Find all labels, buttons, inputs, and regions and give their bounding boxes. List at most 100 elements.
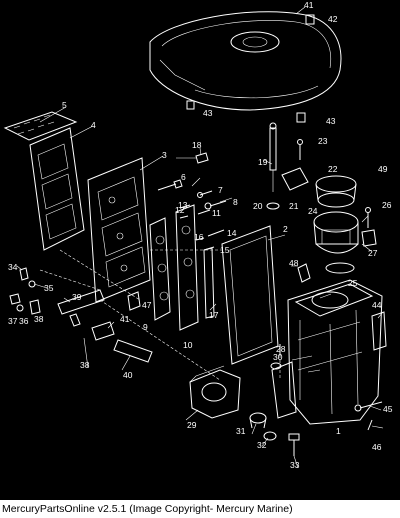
- callout-2: 2: [283, 224, 288, 234]
- callout-11: 11: [212, 208, 221, 218]
- bolt-33[interactable]: [288, 433, 300, 456]
- clip-49[interactable]: [297, 263, 311, 283]
- bolt-46[interactable]: [354, 401, 383, 412]
- bolt-7[interactable]: [197, 190, 213, 198]
- callout-21: 21: [289, 201, 299, 211]
- callout-28: 28: [276, 344, 286, 354]
- callout-9: 9: [143, 322, 148, 332]
- o-ring-25[interactable]: [325, 262, 355, 274]
- callout-18: 18: [192, 140, 202, 150]
- grommet-43-top[interactable]: [305, 14, 315, 25]
- callout-22: 22: [328, 164, 338, 174]
- reed-plate[interactable]: [29, 127, 85, 251]
- crankcase-1[interactable]: [271, 279, 383, 425]
- sensor-19[interactable]: [269, 122, 277, 192]
- hose-41[interactable]: [91, 321, 115, 341]
- clip-18[interactable]: [195, 152, 209, 164]
- callout-3: 3: [162, 150, 167, 160]
- callout-17: 17: [209, 310, 219, 320]
- callout-37: 37: [8, 316, 18, 326]
- callout-13: 13: [178, 200, 188, 210]
- fitting-38-mid[interactable]: [69, 313, 81, 327]
- sensor-27[interactable]: [361, 229, 377, 247]
- bolt-8[interactable]: [204, 200, 227, 210]
- callout-35: 35: [44, 283, 54, 293]
- callout-20: 20: [253, 201, 263, 211]
- callout-25: 25: [348, 278, 358, 288]
- screw-11[interactable]: [197, 209, 211, 215]
- o-ring-20[interactable]: [266, 202, 280, 210]
- clip-16[interactable]: [195, 237, 205, 241]
- grommet-31[interactable]: [249, 412, 267, 429]
- bolt-6[interactable]: [157, 179, 183, 191]
- fuel-rail-9[interactable]: [149, 217, 171, 321]
- callout-30: 30: [273, 352, 283, 362]
- hose-fitting-34[interactable]: [19, 267, 29, 281]
- bolt-47[interactable]: [367, 419, 373, 431]
- fitting-38-left[interactable]: [29, 299, 41, 315]
- callout-43-top: 42: [328, 14, 338, 24]
- reed-block[interactable]: [3, 111, 78, 141]
- callout-34: 34: [8, 262, 18, 272]
- exploded-parts-diagram: 41 42 43 43 5 4 3 18 19 23 22 49 6 7 8 1…: [3, 0, 393, 470]
- screw-13[interactable]: [179, 204, 191, 209]
- callout-24: 24: [308, 206, 318, 216]
- callout-10: 10: [183, 340, 193, 350]
- screw-14[interactable]: [207, 229, 225, 237]
- part-48[interactable]: [127, 291, 141, 311]
- callout-19: 19: [258, 157, 268, 167]
- callout-29: 29: [187, 420, 197, 430]
- callout-23: 23: [318, 136, 328, 146]
- callout-39: 39: [72, 292, 82, 302]
- callout-48: 47: [142, 300, 152, 310]
- solenoid-29[interactable]: [189, 365, 241, 419]
- callout-6: 6: [181, 172, 186, 182]
- fuel-rail-10[interactable]: [175, 204, 199, 331]
- copyright-footer: MercuryPartsOnline v2.5.1 (Image Copyrig…: [0, 500, 400, 518]
- callout-26: 26: [382, 200, 392, 210]
- screw-26[interactable]: [365, 207, 371, 229]
- bracket-22[interactable]: [281, 167, 309, 191]
- callout-38-left: 38: [34, 314, 44, 324]
- hose-39[interactable]: [57, 289, 105, 315]
- callout-14: 14: [227, 228, 237, 238]
- hose-40[interactable]: [113, 339, 153, 363]
- fitting-37[interactable]: [9, 293, 21, 305]
- callout-38-mid: 38: [80, 360, 90, 370]
- callout-43-mid: 43: [326, 116, 336, 126]
- callout-1: 1: [336, 426, 341, 436]
- callout-4: 4: [91, 120, 96, 130]
- callout-40: 40: [123, 370, 133, 380]
- screw-23[interactable]: [297, 139, 303, 161]
- throttle-body-24[interactable]: [313, 211, 359, 254]
- callout-27: 27: [368, 248, 378, 258]
- callout-44: 43: [203, 108, 213, 118]
- gasket-2[interactable]: [221, 225, 279, 365]
- grommet-43-mid[interactable]: [296, 112, 306, 123]
- callout-42: 41: [304, 0, 314, 10]
- callout-33: 33: [290, 460, 300, 470]
- bracket-45[interactable]: [371, 311, 387, 351]
- callout-12: 12: [175, 205, 185, 215]
- fitting-36[interactable]: [16, 304, 24, 312]
- callout-5: 5: [62, 100, 67, 110]
- grommet-44[interactable]: [186, 100, 195, 110]
- washer-32[interactable]: [263, 431, 277, 441]
- washer-30[interactable]: [270, 362, 282, 370]
- adapter-plate[interactable]: [87, 157, 151, 303]
- callout-50: 49: [378, 164, 388, 174]
- callout-36: 36: [19, 316, 29, 326]
- screw-12[interactable]: [179, 215, 189, 219]
- callout-49: 48: [289, 258, 299, 268]
- boot-50[interactable]: [315, 175, 357, 208]
- callout-32: 32: [257, 440, 267, 450]
- callout-16: 16: [194, 232, 204, 242]
- callout-7: 7: [218, 185, 223, 195]
- callout-8: 8: [233, 197, 238, 207]
- callout-46: 45: [383, 404, 393, 414]
- callout-15: 15: [220, 245, 230, 255]
- callout-47: 46: [372, 442, 382, 452]
- flywheel-cover[interactable]: [149, 11, 342, 111]
- callout-45: 44: [372, 300, 382, 310]
- screw-15[interactable]: [203, 246, 215, 251]
